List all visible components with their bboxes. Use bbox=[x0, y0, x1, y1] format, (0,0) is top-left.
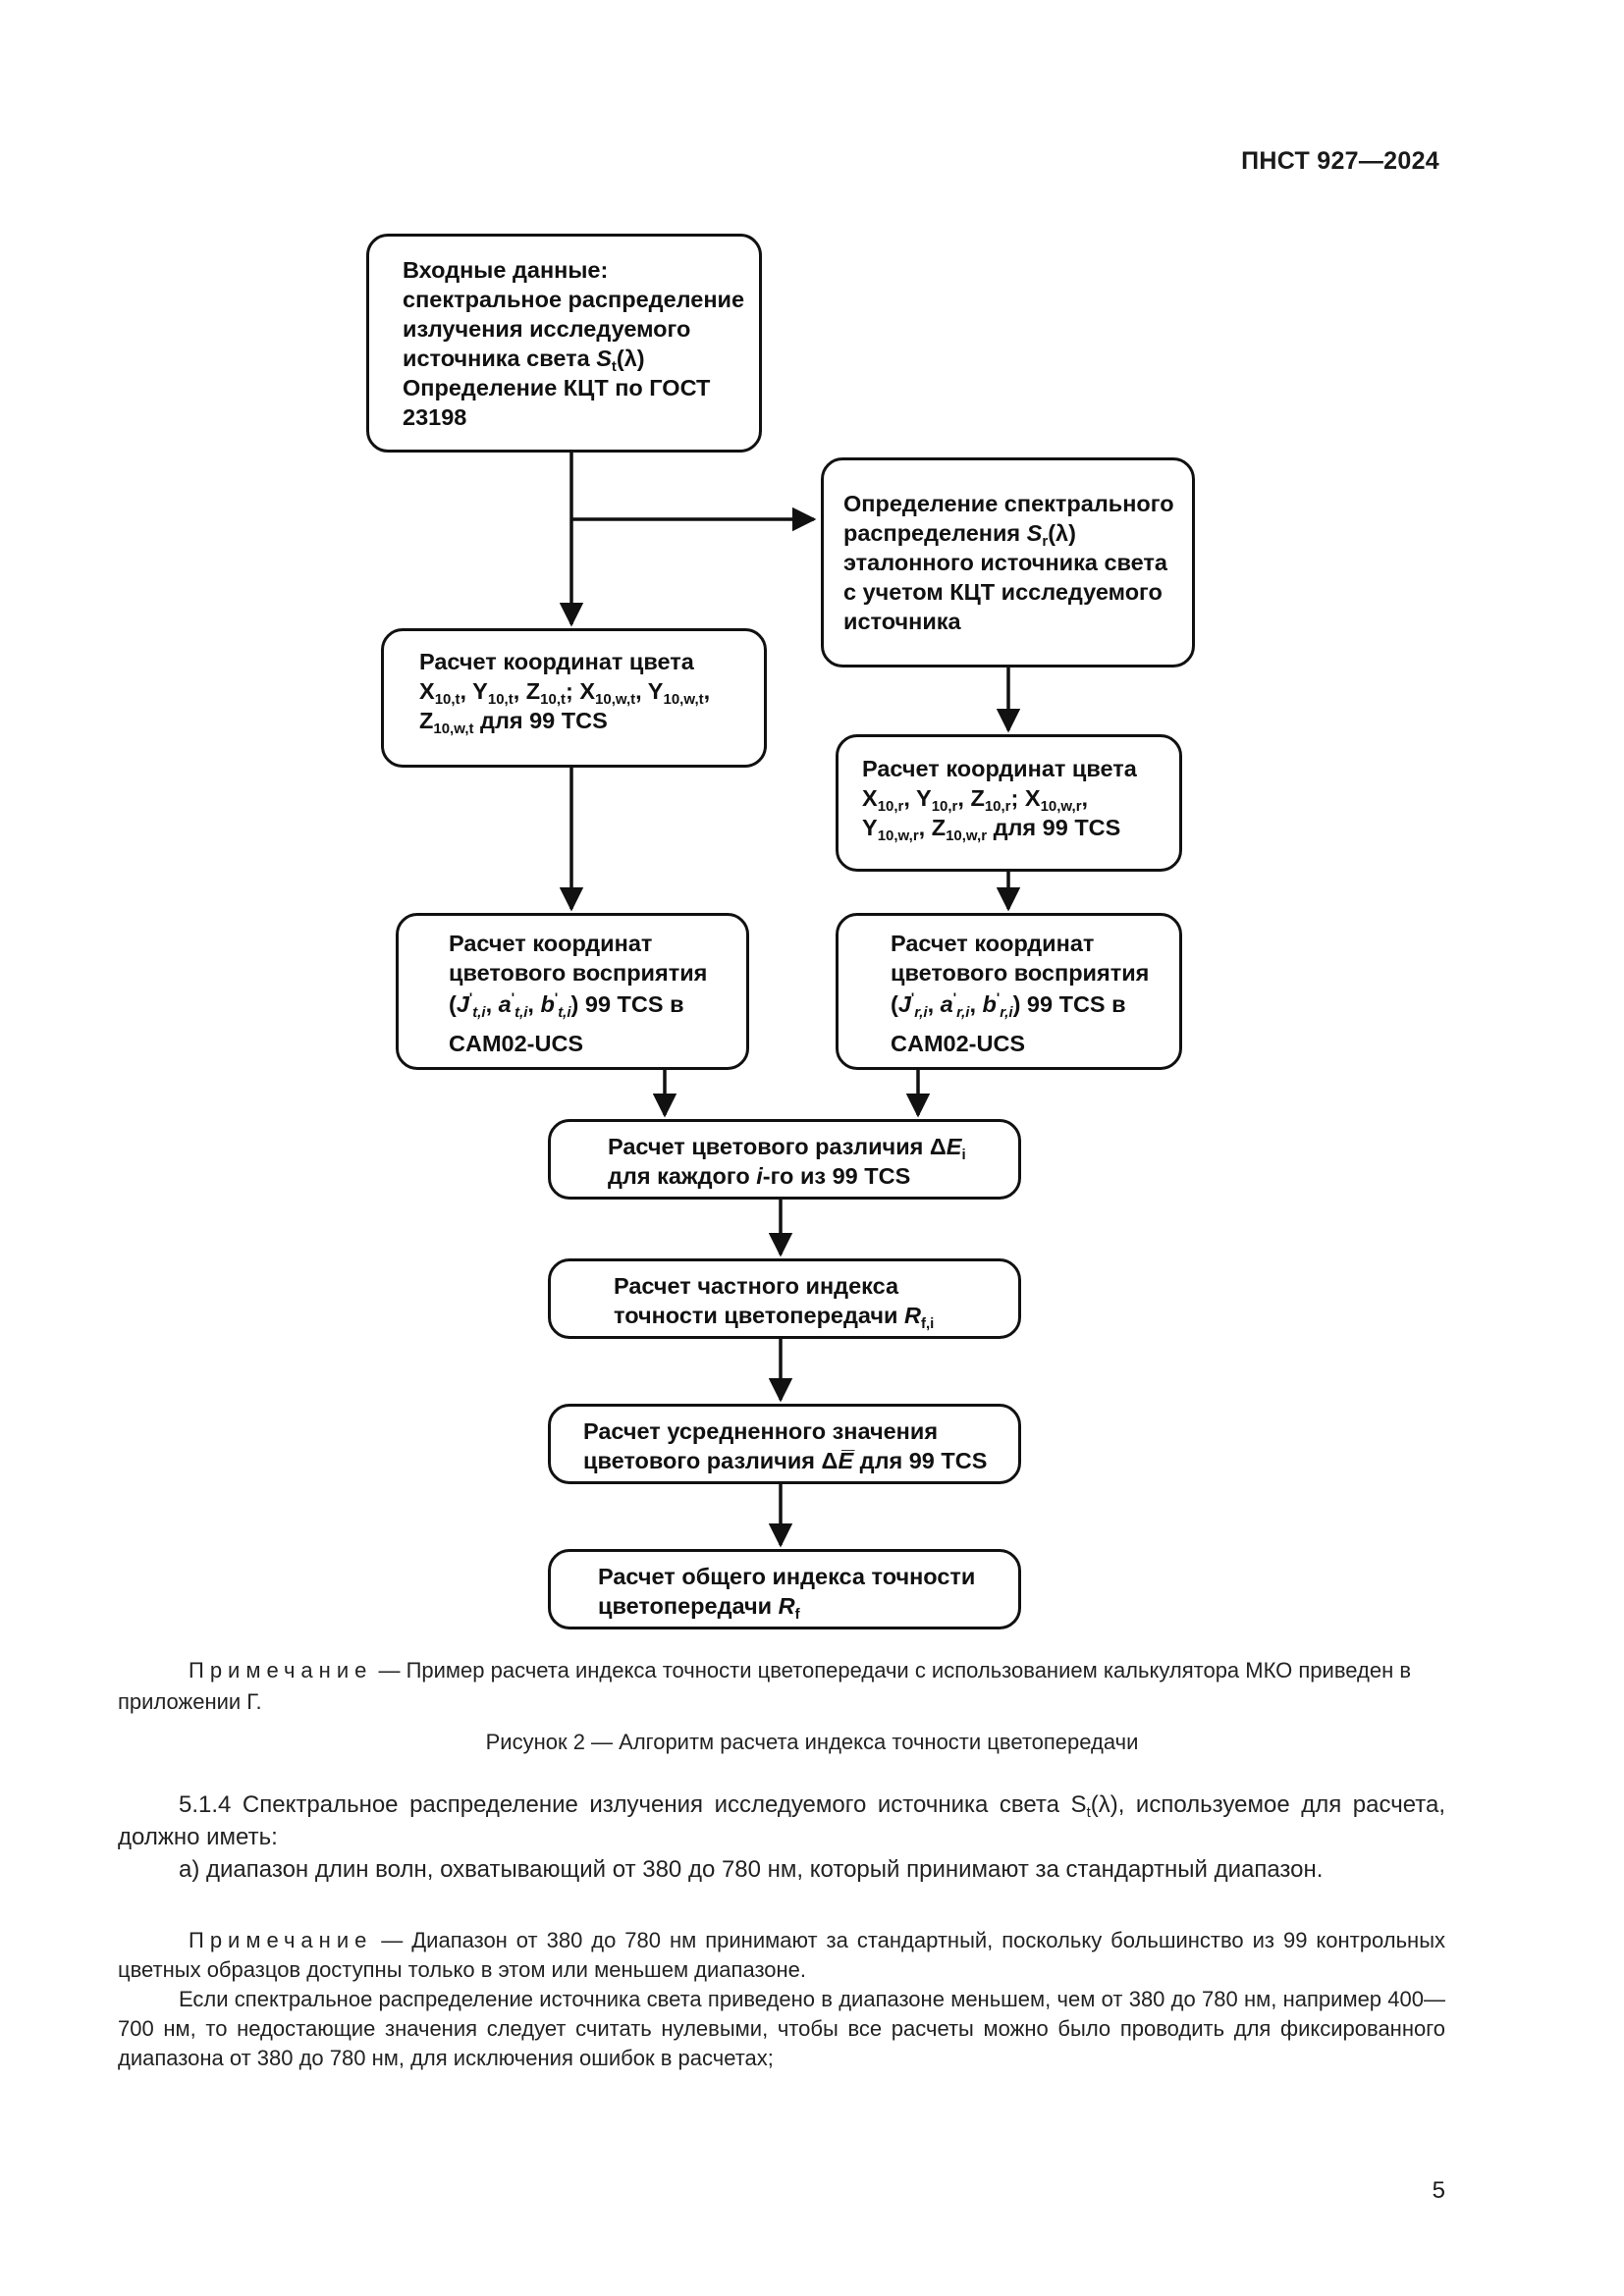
perception-r-symbols: (J'r,i, a'r,i, b'r,i) 99 TCS в bbox=[891, 989, 1126, 1021]
coords-r-symbols: X10,r, Y10,r, Z10,r; X10,w,r, bbox=[862, 785, 1089, 815]
box-color-perception-reference: Расчет координат цветового восприятия (J… bbox=[836, 913, 1182, 1070]
box-color-perception-test: Расчет координат цветового восприятия (J… bbox=[396, 913, 749, 1070]
box-color-coordinates-test: Расчет координат цвета X10,t, Y10,t, Z10… bbox=[381, 628, 767, 768]
coords-t-symbols: X10,t, Y10,t, Z10,t; X10,w,t, Y10,w,t, bbox=[419, 678, 711, 708]
paragraph-item-a: а) диапазон длин волн, охватывающий от 3… bbox=[179, 1856, 1324, 1883]
box-partial-index: Расчет частного индекса точности цветопе… bbox=[548, 1258, 1021, 1339]
box-general-index: Расчет общего индекса точности цветопере… bbox=[548, 1549, 1021, 1629]
box-reference-spectrum: Определение спектрального распределения … bbox=[821, 457, 1195, 667]
box-color-difference: Расчет цветового различия ΔEi для каждог… bbox=[548, 1119, 1021, 1200]
input-line-source: источника света St(λ) bbox=[403, 346, 645, 375]
paragraph-5-1-4: 5.1.4 Спектральное распределение излучен… bbox=[118, 1791, 1445, 1850]
figure-note: Примечание — Пример расчета индекса точн… bbox=[118, 1658, 1412, 1714]
perception-t-symbols: (J't,i, a't,i, b't,i) 99 TCS в bbox=[449, 989, 684, 1021]
figure-caption: Рисунок 2 — Алгоритм расчета индекса точ… bbox=[485, 1730, 1139, 1754]
paragraph-range-explanation: Если спектральное распределение источник… bbox=[118, 1987, 1445, 2070]
document-id: ПНСТ 927—2024 bbox=[1241, 147, 1439, 175]
note-range: Примечание — Диапазон от 380 до 780 нм п… bbox=[118, 1928, 1445, 1982]
box-color-coordinates-reference: Расчет координат цвета X10,r, Y10,r, Z10… bbox=[836, 734, 1182, 872]
box-input-data: Входные данные: спектральное распределен… bbox=[366, 234, 762, 453]
box-mean-color-difference: Расчет усредненного значения цветового р… bbox=[548, 1404, 1021, 1484]
page-number: 5 bbox=[1432, 2177, 1445, 2204]
